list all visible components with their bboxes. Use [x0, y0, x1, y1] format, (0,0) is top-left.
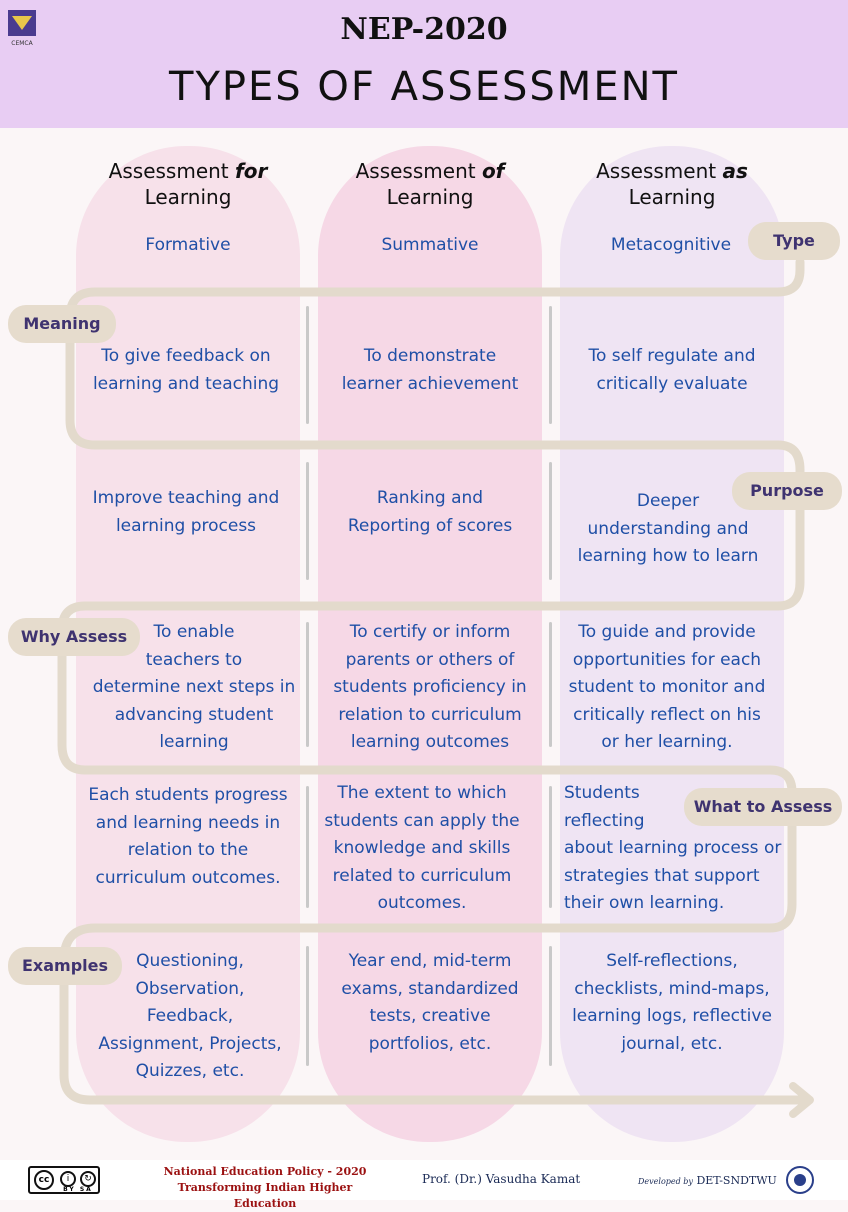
arrow-head-icon: [789, 1082, 814, 1118]
page-subtitle: TYPES OF ASSESSMENT: [169, 64, 679, 110]
divider: [549, 786, 552, 908]
column-background-as: [560, 146, 784, 1142]
footer: cc i ↻ BY SA National Education Policy -…: [0, 1160, 848, 1210]
tag-purpose: Purpose: [732, 472, 842, 510]
tag-meaning: Meaning: [8, 305, 116, 343]
footer-nep-text: National Education Policy - 2020 Transfo…: [163, 1165, 367, 1210]
divider: [306, 946, 309, 1066]
divider: [306, 306, 309, 424]
cell-examples-for: Questioning,Observation,Feedback,Assignm…: [98, 951, 282, 1081]
footer-developed-by: Developed by DET-SNDTWU: [638, 1174, 777, 1187]
divider: [306, 786, 309, 908]
header-banner: CEMCA NEP-2020 TYPES OF ASSESSMENT: [0, 0, 848, 128]
divider: [549, 622, 552, 747]
page-title: NEP-2020: [340, 12, 508, 47]
svg-text:CEMCA: CEMCA: [11, 40, 33, 47]
university-seal-icon: [786, 1166, 814, 1194]
divider: [549, 306, 552, 424]
footer-author: Prof. (Dr.) Vasudha Kamat: [422, 1172, 581, 1186]
column-background-of: [318, 146, 542, 1142]
tag-why-assess: Why Assess: [8, 618, 140, 656]
cell-type-for: Formative: [145, 235, 231, 255]
divider: [549, 946, 552, 1066]
cemca-logo-icon: CEMCA: [8, 10, 36, 47]
divider: [549, 462, 552, 580]
tag-what-to-assess: What to Assess: [684, 788, 842, 826]
tag-examples: Examples: [8, 947, 122, 985]
tag-type: Type: [748, 222, 840, 260]
cell-type-of: Summative: [381, 235, 479, 255]
cell-examples-as: Self-reflections,checklists, mind-maps,l…: [572, 951, 772, 1054]
cell-type-as: Metacognitive: [610, 235, 732, 255]
cc-license-icon: cc i ↻ BY SA: [28, 1166, 100, 1194]
divider: [306, 622, 309, 747]
divider: [306, 462, 309, 580]
